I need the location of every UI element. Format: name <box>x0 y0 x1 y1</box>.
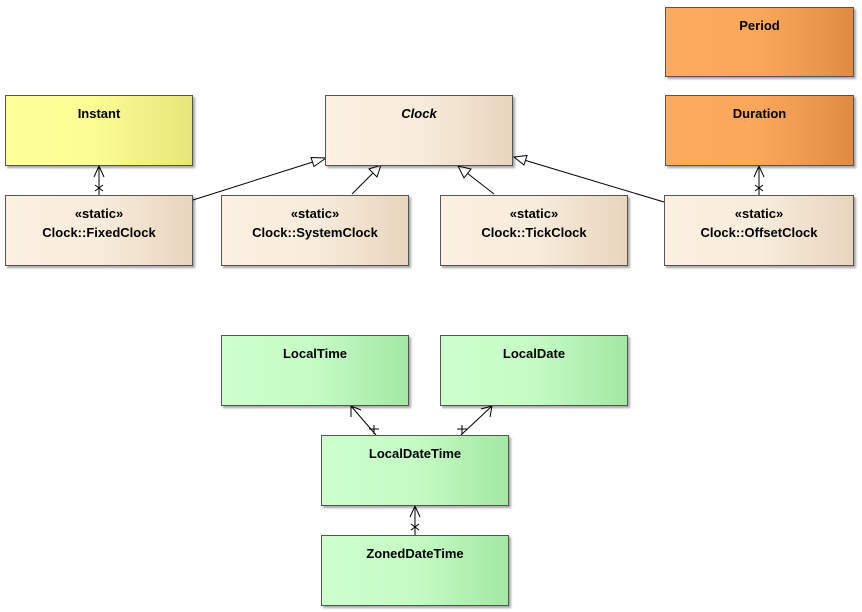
association-fixedclock-instant <box>93 164 105 195</box>
class-zoned-date-time[interactable]: ZonedDateTime <box>321 535 509 606</box>
class-zoned-date-time-name: ZonedDateTime <box>366 546 464 561</box>
class-duration[interactable]: Duration <box>665 95 854 166</box>
class-system-clock-name: Clock::SystemClock <box>252 225 378 240</box>
class-local-date-time-name: LocalDateTime <box>368 446 462 461</box>
association-offsetclock-duration <box>753 164 765 195</box>
generalization-offsetclock-clock <box>512 154 665 203</box>
class-local-date[interactable]: LocalDate <box>440 335 628 406</box>
generalization-systemclock-clock <box>351 164 382 195</box>
association-localdatetime-localdate <box>457 405 493 436</box>
class-fixed-clock-stereotype: «static» <box>74 206 124 221</box>
class-tick-clock-stereotype: «static» <box>509 206 559 221</box>
class-system-clock-stereotype: «static» <box>290 206 340 221</box>
class-local-time-name: LocalTime <box>282 346 348 361</box>
class-local-time[interactable]: LocalTime <box>221 335 409 406</box>
class-offset-clock[interactable]: «static» Clock::OffsetClock <box>664 195 854 266</box>
class-fixed-clock-name: Clock::FixedClock <box>42 225 156 240</box>
class-tick-clock[interactable]: «static» Clock::TickClock <box>440 195 628 266</box>
class-offset-clock-stereotype: «static» <box>734 206 784 221</box>
class-tick-clock-name: Clock::TickClock <box>481 225 587 240</box>
association-localdatetime-localtime <box>350 405 379 436</box>
class-period[interactable]: Period <box>665 7 854 77</box>
class-local-date-name: LocalDate <box>502 346 566 361</box>
generalization-fixedclock-clock <box>192 156 328 201</box>
class-local-date-time[interactable]: LocalDateTime <box>321 435 509 506</box>
class-period-name: Period <box>739 18 780 33</box>
association-zoneddatetime-localdatetime <box>409 504 421 535</box>
class-clock[interactable]: Clock <box>325 95 513 166</box>
class-clock-name: Clock <box>401 106 437 121</box>
generalization-tickclock-clock <box>457 165 495 195</box>
class-instant-name: Instant <box>77 106 121 121</box>
class-instant[interactable]: Instant <box>5 95 193 166</box>
class-offset-clock-name: Clock::OffsetClock <box>700 225 818 240</box>
class-system-clock[interactable]: «static» Clock::SystemClock <box>221 195 409 266</box>
class-fixed-clock[interactable]: «static» Clock::FixedClock <box>5 195 193 266</box>
class-duration-name: Duration <box>732 106 787 121</box>
